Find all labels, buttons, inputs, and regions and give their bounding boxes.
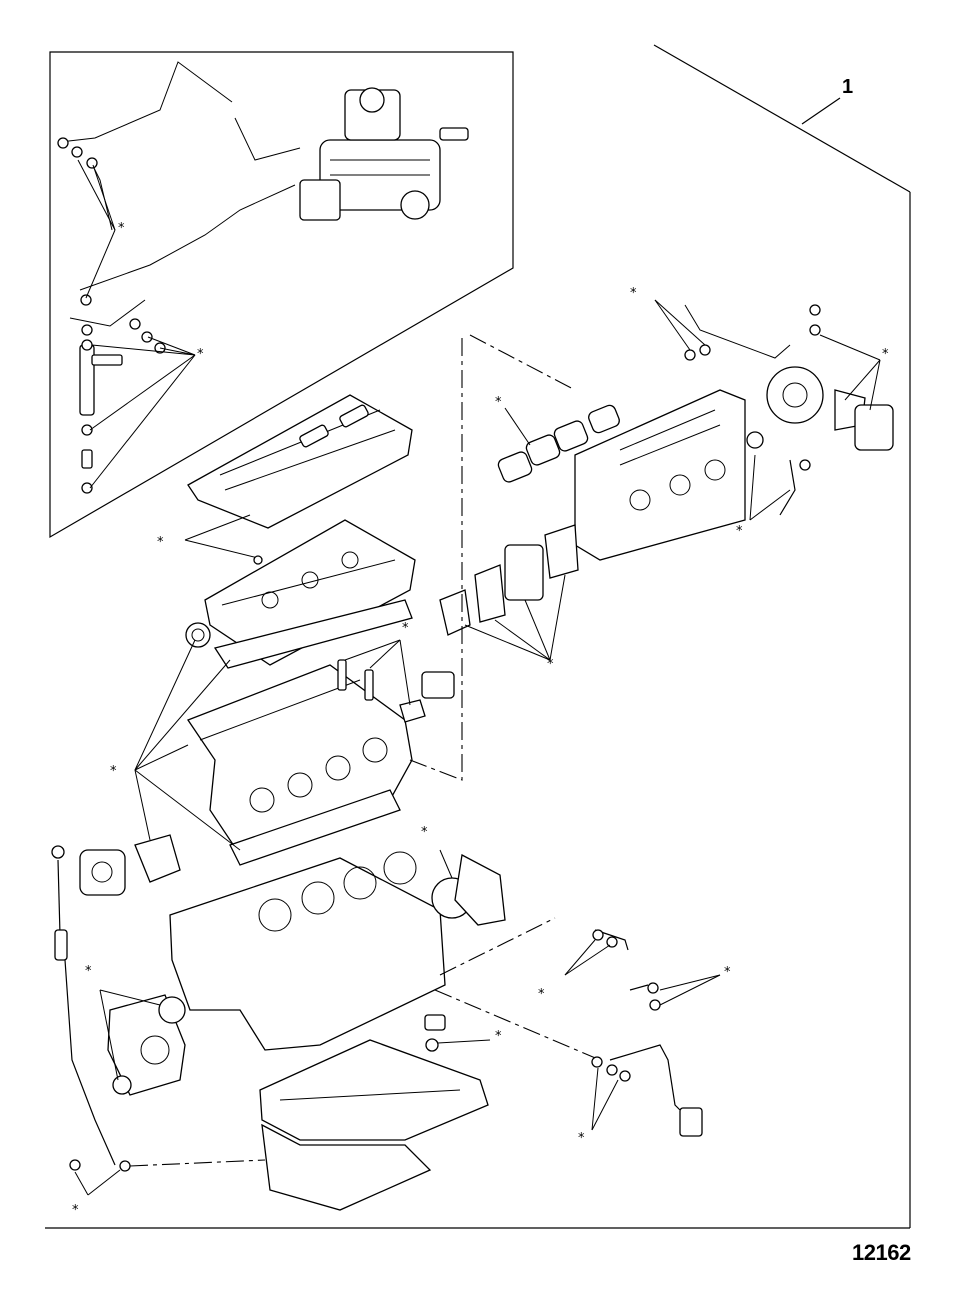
engine-block [169,851,446,1051]
asterisk-marker: * [110,764,117,779]
asterisk-marker: * [630,286,637,301]
intake-parts [439,524,579,636]
manifold-gaskets [497,404,620,483]
timing-cover [107,994,186,1096]
head-gasket-lower [229,789,401,866]
fuel-injection-inset [49,51,514,565]
water-pump [79,834,181,896]
asterisk-markers: * * * * * * * * * * * * * * * * * [72,221,889,1218]
asterisk-marker: * [197,347,204,362]
asterisk-marker: * [118,221,125,236]
asterisk-marker: * [421,825,428,840]
asterisk-marker: * [538,987,545,1002]
asterisk-marker: * [736,524,743,539]
oil-pan [259,1039,489,1211]
asterisk-marker: * [402,621,409,636]
asterisk-marker: * [495,395,502,410]
asterisk-marker: * [72,1203,79,1218]
asterisk-marker: * [578,1131,585,1146]
asterisk-marker: * [495,1029,502,1044]
washer-group [57,137,166,494]
asterisk-marker: * [547,657,554,672]
asterisk-marker: * [157,535,164,550]
asterisk-marker: * [882,347,889,362]
figure-number: 12162 [852,1240,911,1265]
exhaust-manifold [574,389,746,561]
turbocharger [746,366,894,451]
kit-frame [45,44,911,1229]
kit-callout-number: 1 [842,76,854,98]
injection-pump [299,87,469,221]
asterisk-marker: * [85,964,92,979]
cylinder-head [185,519,416,666]
asterisk-marker: * [724,965,731,980]
rocker-cover [187,394,413,529]
head-gasket-upper [213,599,413,669]
dipstick [51,845,116,1166]
